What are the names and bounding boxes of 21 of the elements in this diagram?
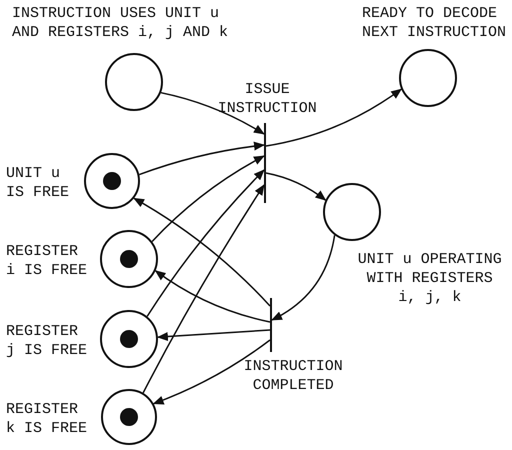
arrow <box>266 172 326 201</box>
place-label: REGISTER j IS FREE <box>6 322 88 360</box>
place-label: REGISTER i IS FREE <box>6 242 88 280</box>
arrow <box>266 88 402 147</box>
place-label: UNIT u IS FREE <box>6 164 70 202</box>
arrow <box>152 155 265 242</box>
transition-label: INSTRUCTION COMPLETED <box>242 357 344 395</box>
arrow <box>156 329 270 342</box>
place-label: UNIT u OPERATING WITH REGISTERS i, j, k <box>356 250 503 307</box>
arrow <box>152 339 270 404</box>
arrow <box>139 142 265 176</box>
arrow <box>154 270 270 323</box>
transition-label: ISSUE INSTRUCTION <box>216 80 318 118</box>
arrow <box>146 169 265 317</box>
arrow <box>142 184 265 394</box>
place-label: INSTRUCTION USES UNIT u AND REGISTERS i, j AND k <box>12 4 230 42</box>
place-label: REGISTER k IS FREE <box>6 400 88 438</box>
place-label: READY TO DECODE NEXT INSTRUCTION <box>362 4 508 42</box>
arrow <box>160 92 265 135</box>
arrow <box>133 198 271 307</box>
arrow <box>271 235 336 321</box>
